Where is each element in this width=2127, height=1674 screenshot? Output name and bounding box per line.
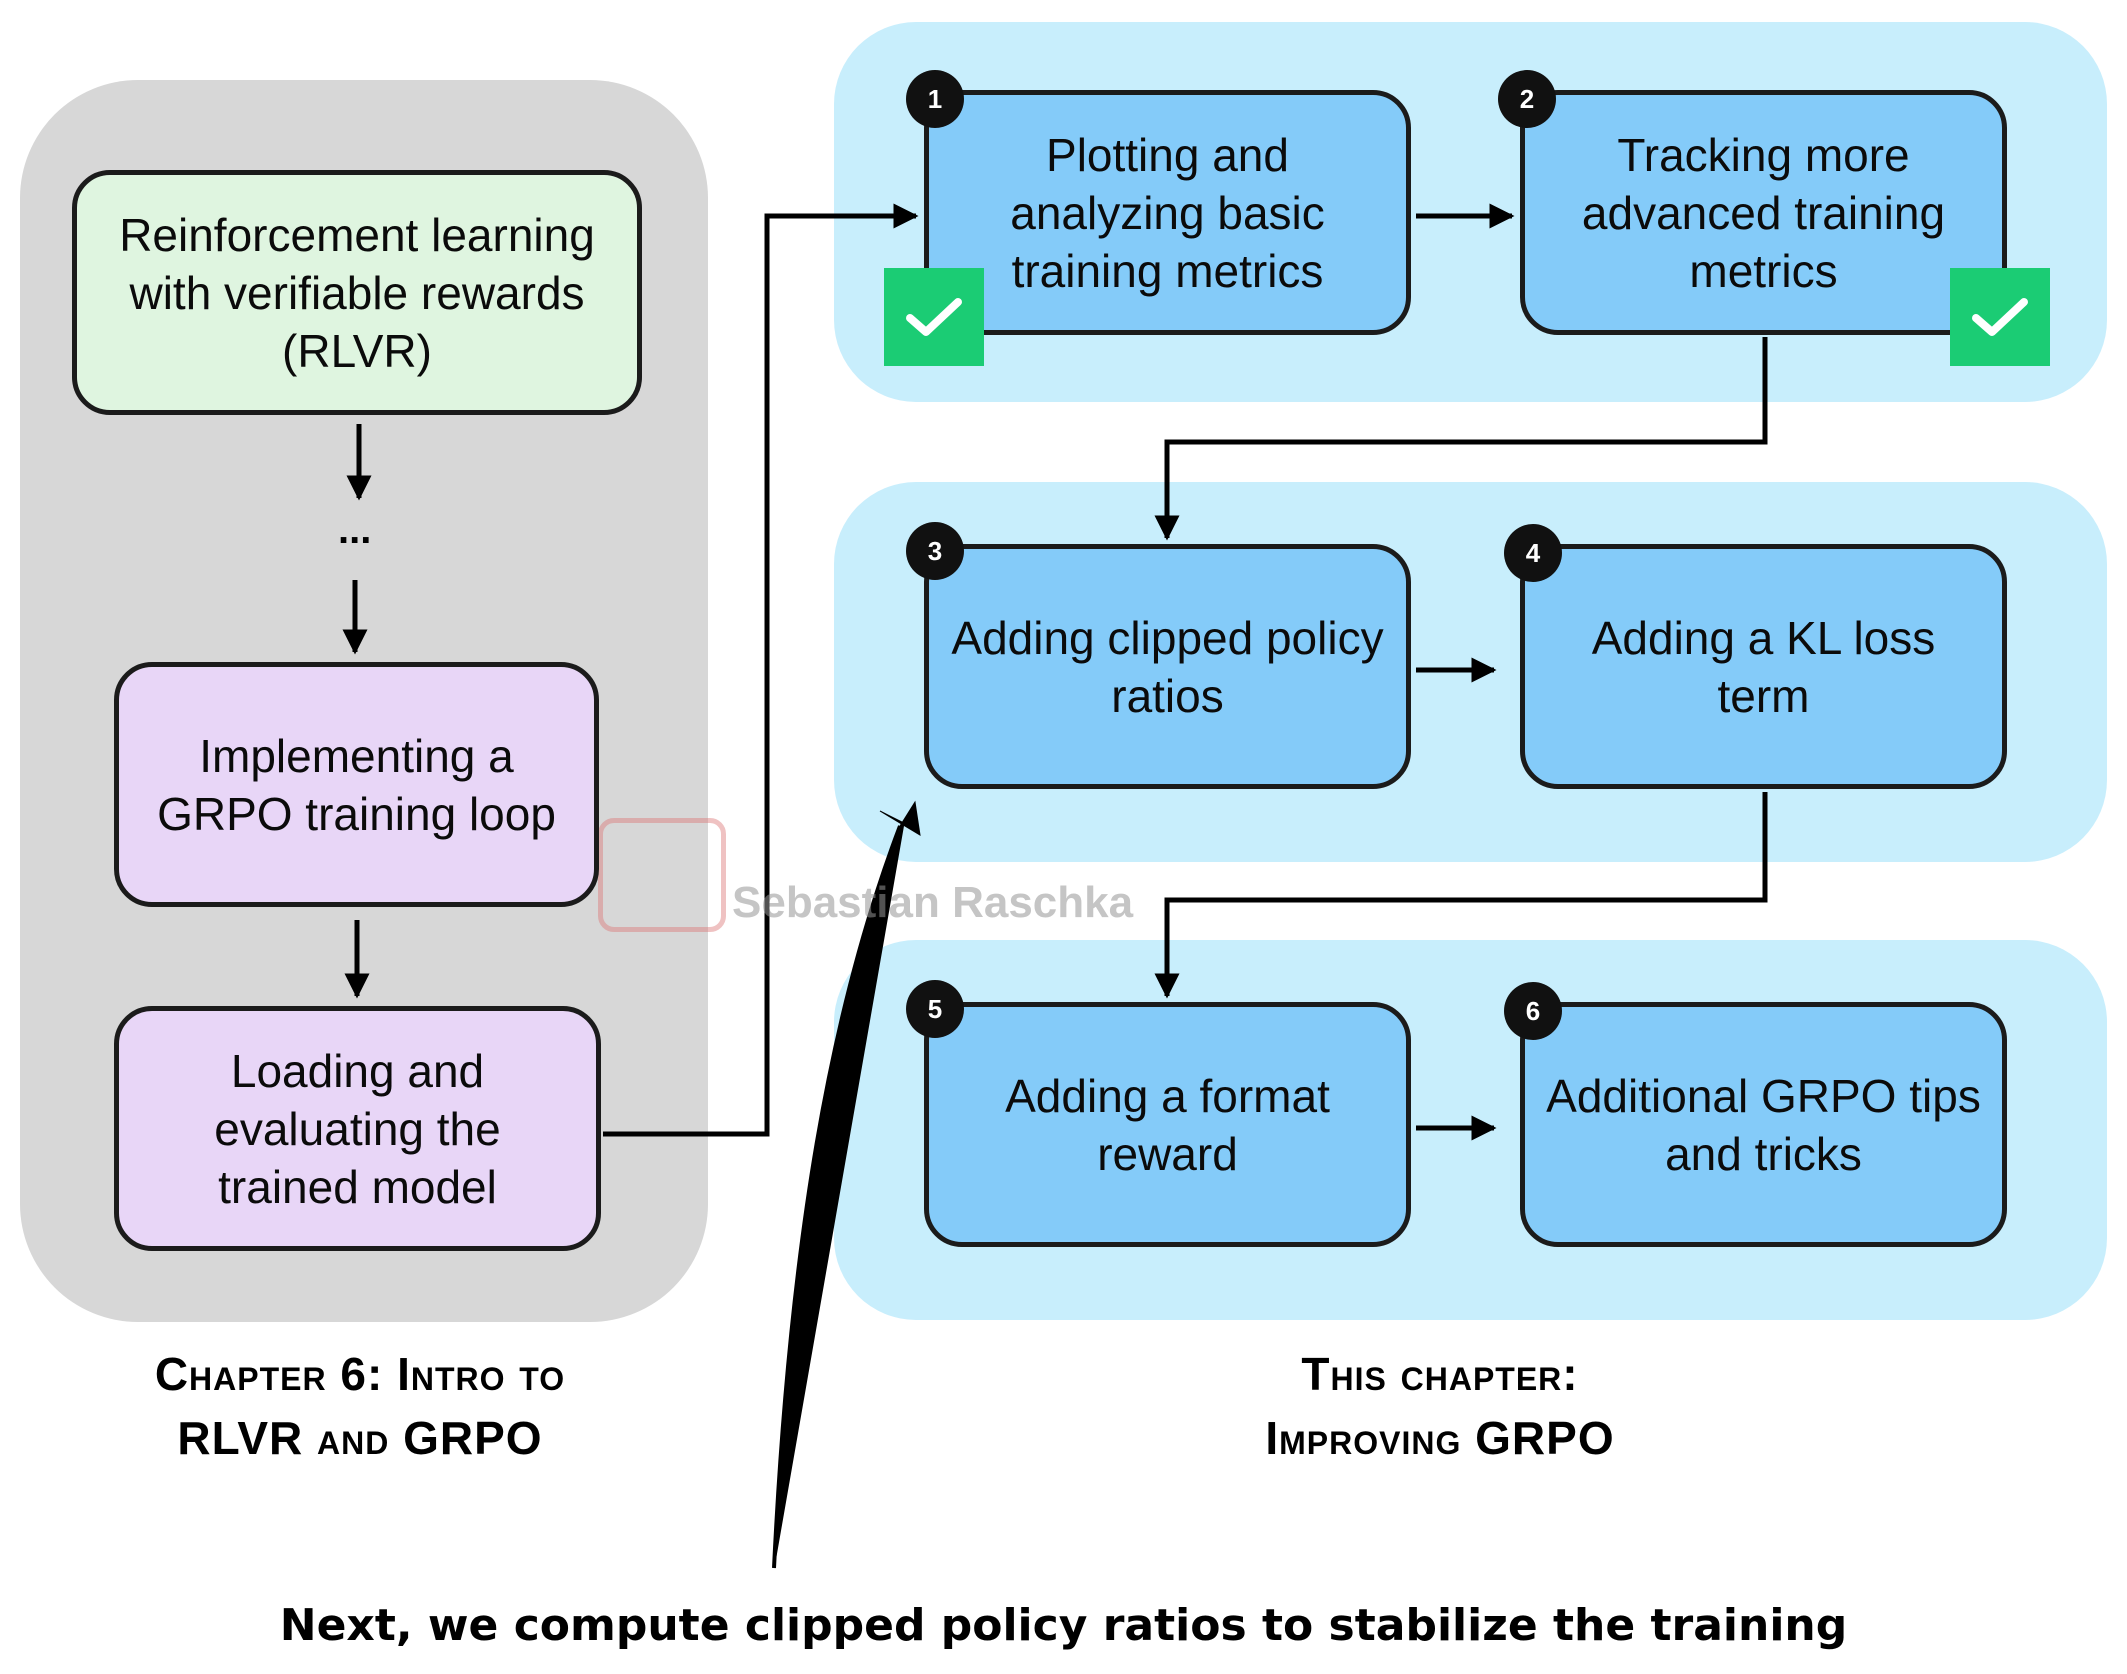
step-6-box: Additional GRPO tips and tricks: [1520, 1002, 2007, 1247]
grpo-loop-box-label: Implementing a GRPO training loop: [157, 729, 556, 840]
step-6-badge: 6: [1504, 982, 1562, 1040]
step-2-badge: 2: [1498, 70, 1556, 128]
step-4-badge: 4: [1504, 524, 1562, 582]
this-chapter-title-line1: This chapter:: [1301, 1348, 1579, 1400]
step-4-box: Adding a KL loss term: [1520, 544, 2007, 789]
rlvr-box: Reinforcement learning with verifiable r…: [72, 170, 642, 415]
step-3-box: Adding clipped policy ratios: [924, 544, 1411, 789]
step-3-badge: 3: [906, 522, 964, 580]
chapter6-title: Chapter 6: Intro to RLVR and GRPO: [60, 1342, 660, 1470]
evaluate-model-box: Loading and evaluating the trained model: [114, 1006, 601, 1251]
step-6-label: Additional GRPO tips and tricks: [1546, 1069, 1981, 1180]
evaluate-model-box-label: Loading and evaluating the trained model: [214, 1044, 501, 1213]
grpo-loop-box: Implementing a GRPO training loop: [114, 662, 599, 907]
step-5-label: Adding a format reward: [1005, 1069, 1330, 1180]
step-1-check-icon: [884, 268, 984, 366]
step-1-label: Plotting and analyzing basic training me…: [1010, 128, 1325, 297]
figure-caption: Next, we compute clipped policy ratios t…: [279, 1600, 1848, 1651]
step-5-box: Adding a format reward: [924, 1002, 1411, 1247]
ellipsis: ...: [338, 508, 372, 552]
this-chapter-title: This chapter: Improving GRPO: [1140, 1342, 1740, 1470]
rlvr-box-label: Reinforcement learning with verifiable r…: [119, 208, 595, 377]
step-2-box: Tracking more advanced training metrics: [1520, 90, 2007, 335]
step-5-badge: 5: [906, 980, 964, 1038]
step-1-badge: 1: [906, 70, 964, 128]
step-3-label: Adding clipped policy ratios: [951, 611, 1384, 722]
chapter6-title-line1: Chapter 6: Intro to: [154, 1348, 566, 1400]
watermark-seal-icon: [598, 818, 726, 932]
step-4-label: Adding a KL loss term: [1591, 611, 1936, 722]
chapter6-title-line2: RLVR and GRPO: [177, 1412, 543, 1464]
step-2-check-icon: [1950, 268, 2050, 366]
this-chapter-title-line2: Improving GRPO: [1265, 1412, 1615, 1464]
step-1-box: Plotting and analyzing basic training me…: [924, 90, 1411, 335]
step-2-label: Tracking more advanced training metrics: [1581, 128, 1946, 297]
watermark-text: Sebastian Raschka: [732, 878, 1134, 927]
